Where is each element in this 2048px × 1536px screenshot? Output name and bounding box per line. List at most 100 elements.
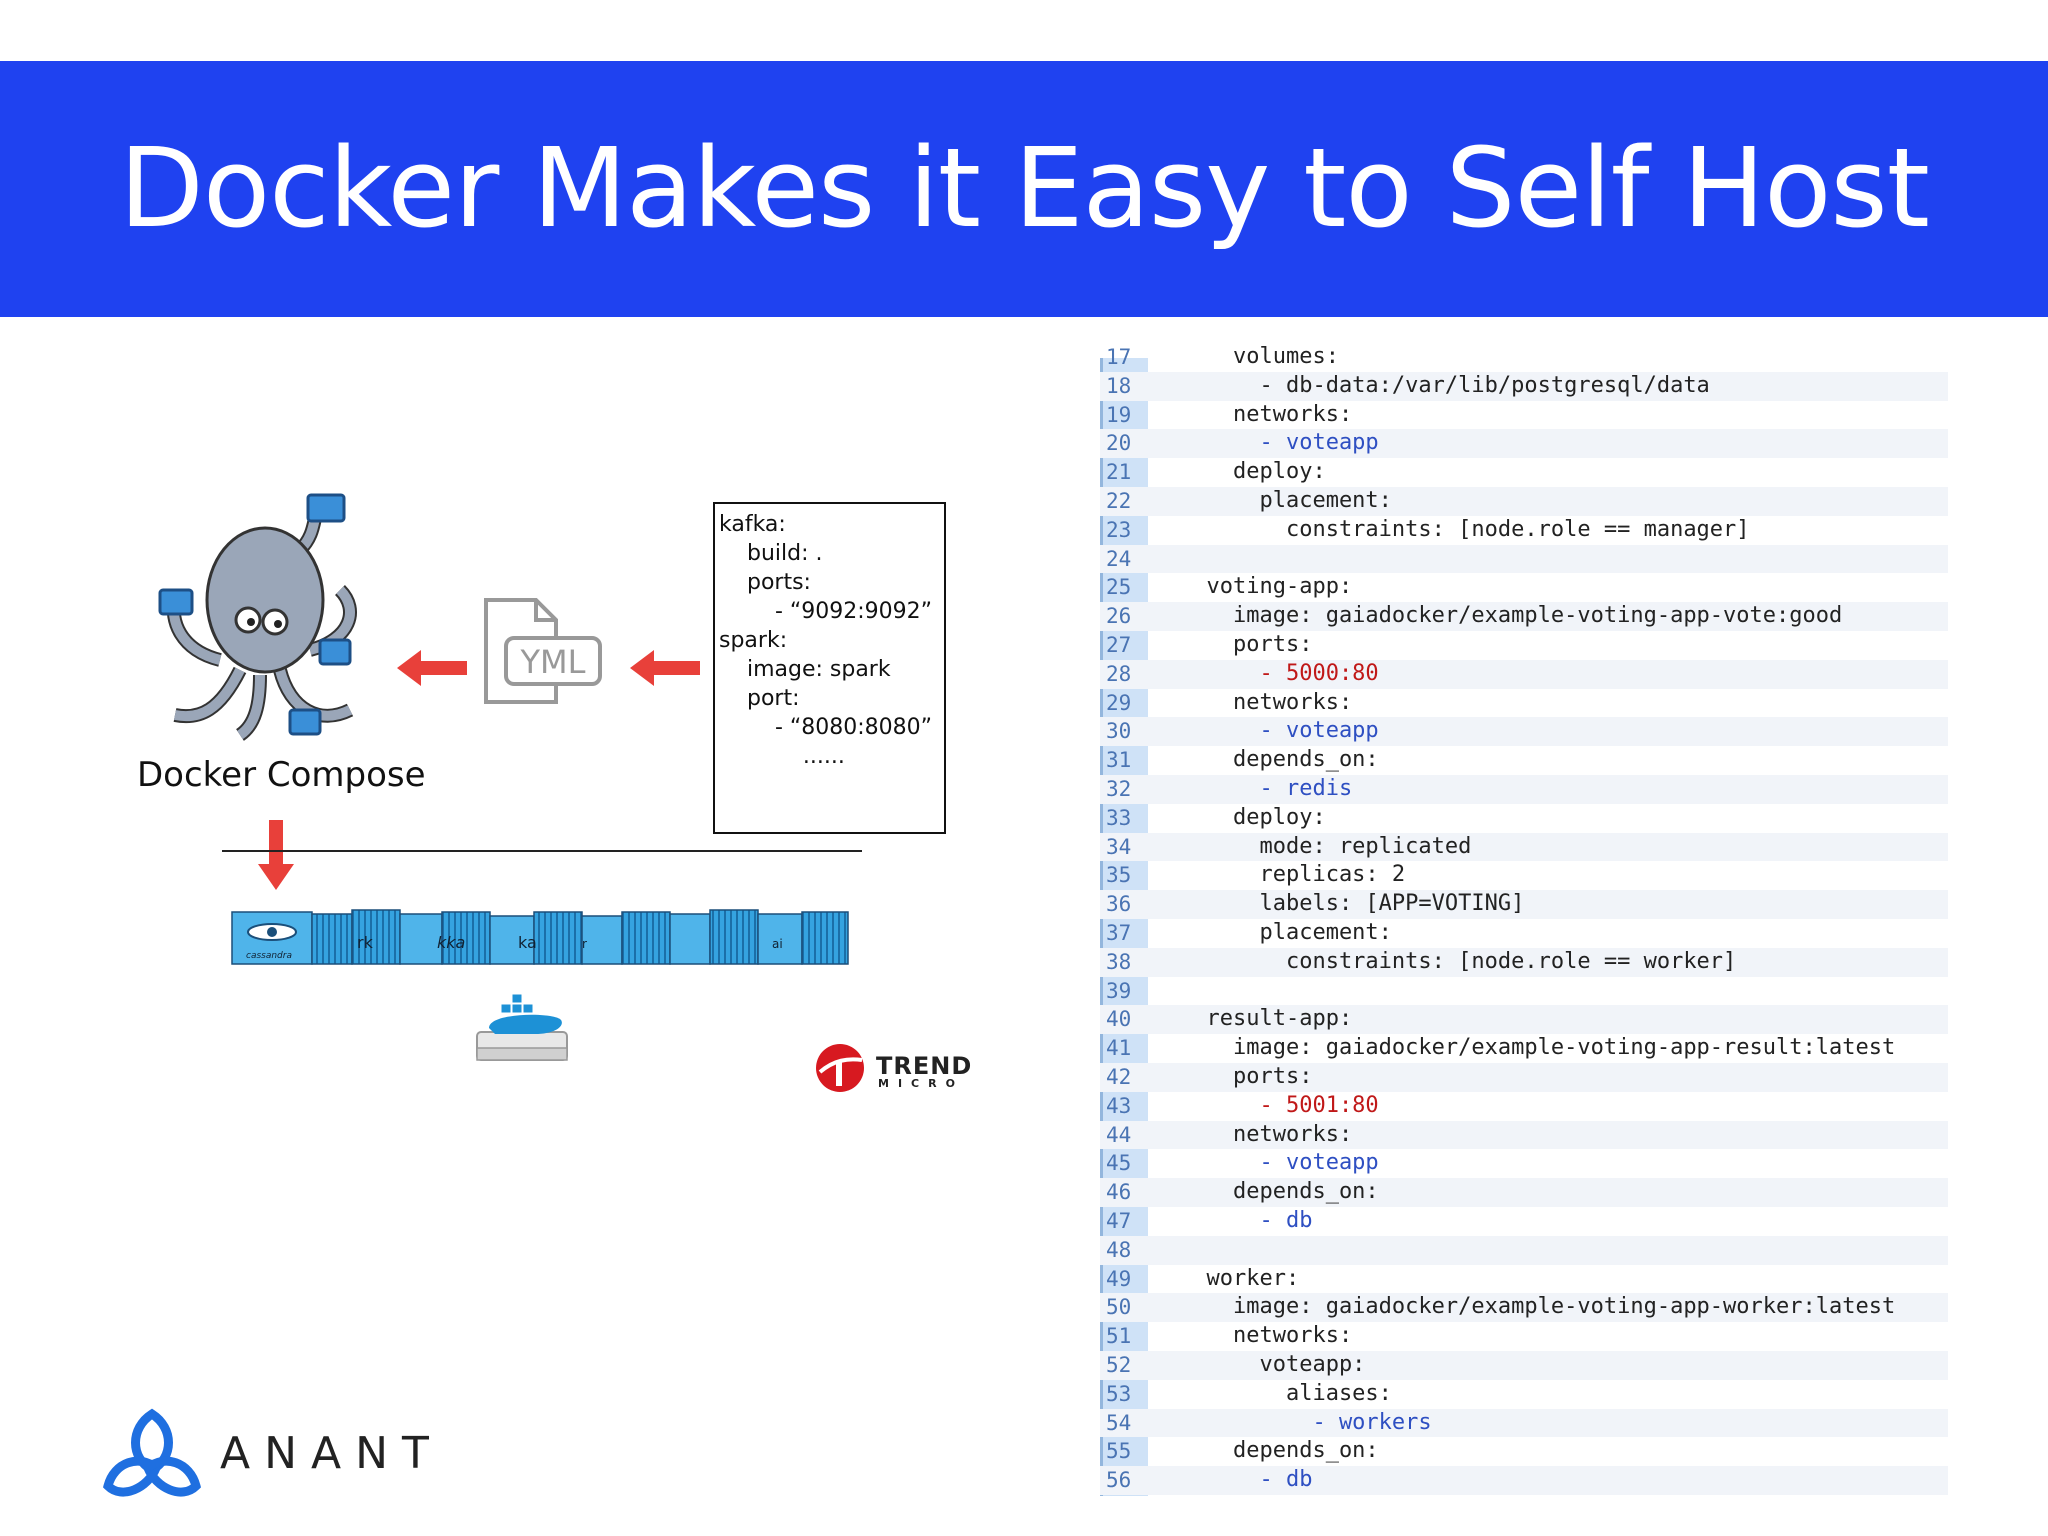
code-text: - voteapp xyxy=(1180,1150,1379,1176)
yml-line: kafka: xyxy=(719,512,786,537)
line-number: 38 xyxy=(1106,949,1132,974)
code-line: 47 - db xyxy=(1100,1207,1948,1236)
line-number: 22 xyxy=(1106,489,1132,513)
code-line: 26 image: gaiadocker/example-voting-app-… xyxy=(1100,602,1948,631)
line-number: 52 xyxy=(1106,1353,1132,1377)
code-line: 22 placement: xyxy=(1100,487,1948,516)
code-text: replicas: 2 xyxy=(1180,862,1406,888)
line-number: 49 xyxy=(1106,1266,1132,1291)
arrow-left-icon xyxy=(630,650,700,686)
yml-line: port: xyxy=(719,686,800,711)
docker-whale-server-icon xyxy=(476,993,568,1061)
code-text: volumes: xyxy=(1180,344,1339,369)
code-text: mode: replicated xyxy=(1180,833,1472,859)
line-number: 39 xyxy=(1106,978,1132,1003)
divider-line xyxy=(222,850,862,852)
code-line: 35 replicas: 2 xyxy=(1100,861,1948,890)
docker-compose-label: Docker Compose xyxy=(137,755,426,795)
anant-brand-name: ANANT xyxy=(220,1428,443,1479)
line-number: 24 xyxy=(1106,546,1132,571)
arrow-down-icon xyxy=(258,820,294,890)
line-number: 32 xyxy=(1106,777,1132,801)
code-line: 24 xyxy=(1100,544,1948,574)
code-text: voting-app: xyxy=(1180,574,1353,600)
code-text: - db xyxy=(1180,1208,1313,1233)
code-text: depends_on: xyxy=(1180,1438,1379,1464)
container-label: rk xyxy=(357,933,374,952)
line-number: 26 xyxy=(1106,604,1132,629)
code-text: image: gaiadocker/example-voting-app-wor… xyxy=(1180,1294,1896,1320)
code-line: 44 networks: xyxy=(1100,1120,1948,1150)
code-line: 19 networks: xyxy=(1100,401,1948,430)
line-number: 19 xyxy=(1106,402,1132,427)
code-text: - 5001:80 xyxy=(1180,1092,1379,1118)
code-line: 46 depends_on: xyxy=(1100,1178,1948,1207)
code-line: 56 - db xyxy=(1100,1466,1948,1495)
line-number: 48 xyxy=(1106,1237,1132,1262)
code-text: - db-data:/var/lib/postgresql/data xyxy=(1180,372,1710,398)
code-line: 51 networks: xyxy=(1100,1322,1948,1351)
code-text: - workers xyxy=(1180,1409,1432,1435)
line-number: 45 xyxy=(1106,1151,1132,1176)
code-line: 55 depends_on: xyxy=(1100,1437,1948,1466)
code-line: 25 voting-app: xyxy=(1100,573,1948,602)
code-line: 49 worker: xyxy=(1100,1265,1948,1294)
line-number: 23 xyxy=(1106,517,1132,542)
code-text: worker: xyxy=(1180,1265,1300,1291)
code-line: 28 - 5000:80 xyxy=(1100,659,1948,689)
line-number: 34 xyxy=(1106,834,1132,859)
code-text: image: gaiadocker/example-voting-app-vot… xyxy=(1180,603,1843,629)
container-label: cassandra xyxy=(246,951,292,961)
code-line: 45 - voteapp xyxy=(1100,1149,1948,1178)
code-line: 50 image: gaiadocker/example-voting-app-… xyxy=(1100,1293,1948,1323)
line-number: 20 xyxy=(1106,431,1132,456)
title-banner xyxy=(0,61,2048,317)
code-text: deploy: xyxy=(1180,804,1326,830)
code-line: 33 deploy: xyxy=(1100,804,1948,833)
line-number: 29 xyxy=(1106,690,1132,715)
compose-yml-sample: kafka: build: . ports: - “9092:9092” spa… xyxy=(713,502,946,834)
line-number: 30 xyxy=(1106,719,1132,744)
trend-micro-name: TREND xyxy=(876,1052,973,1080)
line-number: 42 xyxy=(1106,1065,1132,1089)
code-line: 23 constraints: [node.role == manager] xyxy=(1100,516,1948,545)
code-text: aliases: xyxy=(1180,1380,1392,1406)
code-text: constraints: [node.role == worker] xyxy=(1180,948,1737,974)
yml-icon-text: YML xyxy=(520,643,586,681)
code-line: 39 xyxy=(1100,977,1948,1006)
code-line: 43 - 5001:80 xyxy=(1100,1092,1948,1121)
code-line: 36 labels: [APP=VOTING] xyxy=(1100,890,1948,919)
container-label: ka xyxy=(518,933,537,952)
code-line: 34 mode: replicated xyxy=(1100,832,1948,862)
code-line: 27 ports: xyxy=(1100,631,1948,660)
yml-line: - “9092:9092” xyxy=(719,599,933,624)
line-number: 25 xyxy=(1106,575,1132,600)
container-label: ai xyxy=(772,937,783,951)
anant-logo-icon xyxy=(103,1408,201,1497)
line-number: 35 xyxy=(1106,863,1132,888)
code-text: placement: xyxy=(1180,488,1392,513)
code-text: result-app: xyxy=(1180,1006,1353,1032)
line-number: 46 xyxy=(1106,1180,1132,1205)
line-number: 40 xyxy=(1106,1007,1132,1032)
line-number: 33 xyxy=(1106,805,1132,830)
containers-row-icon: cassandra rk kka ka r ai xyxy=(231,909,849,965)
line-number: 37 xyxy=(1106,921,1132,945)
code-text: networks: xyxy=(1180,689,1353,715)
code-line: 40 result-app: xyxy=(1100,1005,1948,1035)
code-line: 21 deploy: xyxy=(1100,458,1948,487)
code-line: 20 - voteapp xyxy=(1100,429,1948,459)
line-number: 43 xyxy=(1106,1093,1132,1118)
code-text: networks: xyxy=(1180,1121,1353,1147)
line-number: 36 xyxy=(1106,892,1132,917)
trend-micro-sub: MICRO xyxy=(878,1077,964,1090)
line-number: 54 xyxy=(1106,1410,1132,1435)
code-text: - voteapp xyxy=(1180,430,1379,456)
code-text: depends_on: xyxy=(1180,1179,1379,1205)
line-number: 17 xyxy=(1106,345,1132,369)
line-number: 50 xyxy=(1106,1295,1132,1320)
code-text: labels: [APP=VOTING] xyxy=(1180,891,1525,917)
yml-line: build: . xyxy=(719,541,823,566)
code-line: 30 - voteapp xyxy=(1100,717,1948,747)
code-text: - voteapp xyxy=(1180,718,1379,744)
